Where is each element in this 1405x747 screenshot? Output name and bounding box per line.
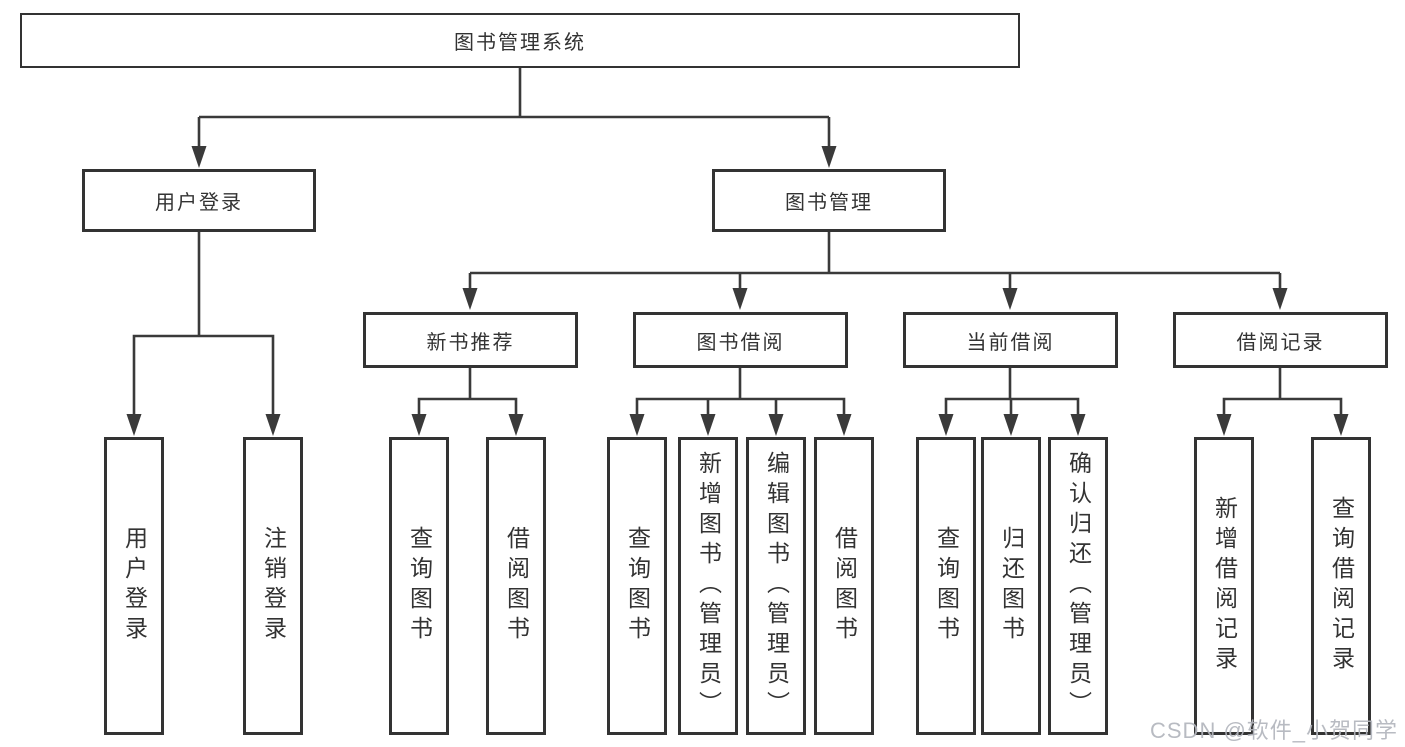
leaf-label: 查询图书 bbox=[624, 526, 651, 646]
arrowhead bbox=[768, 414, 784, 436]
leaf-label: 借阅图书 bbox=[503, 526, 530, 646]
arrowhead bbox=[1333, 414, 1349, 436]
leaf-label: 查询图书 bbox=[406, 526, 433, 646]
connector-management-to-level3 bbox=[468, 232, 1282, 292]
arrowhead bbox=[1216, 414, 1232, 436]
node-library-system: 图书管理系统 bbox=[20, 13, 1020, 68]
leaf-query-books-current: 查询图书 bbox=[916, 437, 976, 735]
watermark-text: CSDN @软件_小贺同学 bbox=[1150, 718, 1399, 743]
node-new-book-recommendation: 新书推荐 bbox=[363, 312, 578, 368]
node-book-borrowing: 图书借阅 bbox=[633, 312, 848, 368]
arrowhead bbox=[1070, 414, 1086, 436]
arrowhead bbox=[462, 288, 478, 310]
leaf-query-books-recommendation: 查询图书 bbox=[389, 437, 449, 735]
connector-login-branch bbox=[132, 232, 275, 416]
arrowhead bbox=[265, 414, 281, 436]
arrowhead bbox=[191, 146, 207, 168]
arrowhead bbox=[821, 146, 837, 168]
node-borrowing-records: 借阅记录 bbox=[1173, 312, 1388, 368]
node-user-login: 用户登录 bbox=[82, 169, 316, 232]
leaf-query-borrow-record: 查询借阅记录 bbox=[1311, 437, 1371, 735]
arrowhead bbox=[1003, 414, 1019, 436]
arrowhead bbox=[1002, 288, 1018, 310]
arrowhead bbox=[508, 414, 524, 436]
leaf-label: 查询图书 bbox=[933, 526, 960, 646]
leaf-user-login: 用户登录 bbox=[104, 437, 164, 735]
leaf-add-books-admin: 新增图书（管理员） bbox=[678, 437, 738, 735]
node-book-management: 图书管理 bbox=[712, 169, 946, 232]
leaf-query-books-borrowing: 查询图书 bbox=[607, 437, 667, 735]
arrowhead bbox=[126, 414, 142, 436]
leaf-edit-books-admin: 编辑图书（管理员） bbox=[746, 437, 806, 735]
arrowhead bbox=[629, 414, 645, 436]
leaf-return-books: 归还图书 bbox=[981, 437, 1041, 735]
arrowhead bbox=[700, 414, 716, 436]
connector-records-branch bbox=[1222, 368, 1343, 416]
connector-borrowing-branch bbox=[635, 368, 846, 416]
connector-current-branch bbox=[944, 368, 1080, 416]
leaf-confirm-return-admin: 确认归还（管理员） bbox=[1048, 437, 1108, 735]
leaf-label: 注销登录 bbox=[260, 526, 287, 646]
arrowhead bbox=[836, 414, 852, 436]
leaf-borrow-books-recommendation: 借阅图书 bbox=[486, 437, 546, 735]
leaf-label: 编辑图书（管理员） bbox=[763, 451, 790, 721]
leaf-logout: 注销登录 bbox=[243, 437, 303, 735]
arrowhead bbox=[732, 288, 748, 310]
leaf-label: 新增图书（管理员） bbox=[695, 451, 722, 721]
leaf-label: 归还图书 bbox=[998, 526, 1025, 646]
arrowhead bbox=[1272, 288, 1288, 310]
leaf-label: 确认归还（管理员） bbox=[1065, 451, 1092, 721]
node-current-borrowing: 当前借阅 bbox=[903, 312, 1118, 368]
leaf-label: 用户登录 bbox=[121, 526, 148, 646]
leaf-borrow-books-borrowing: 借阅图书 bbox=[814, 437, 874, 735]
leaf-add-borrow-record: 新增借阅记录 bbox=[1194, 437, 1254, 735]
leaf-label: 新增借阅记录 bbox=[1211, 496, 1238, 676]
arrowhead bbox=[938, 414, 954, 436]
leaf-label: 查询借阅记录 bbox=[1328, 496, 1355, 676]
connector-root-to-level2 bbox=[197, 68, 831, 150]
arrowhead bbox=[411, 414, 427, 436]
leaf-label: 借阅图书 bbox=[831, 526, 858, 646]
connector-recommendation-branch bbox=[417, 368, 518, 416]
